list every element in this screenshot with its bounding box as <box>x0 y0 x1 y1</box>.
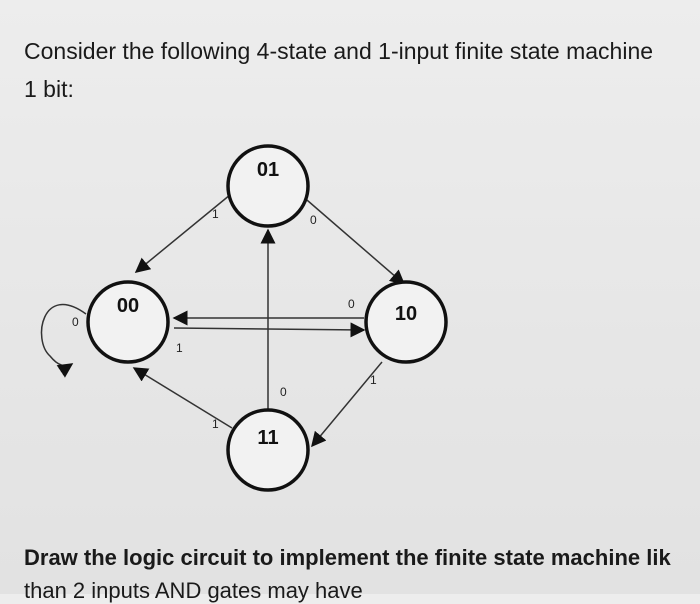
label-00-00: 0 <box>72 315 79 329</box>
state-01-label: 01 <box>257 159 279 181</box>
state-11-label: 11 <box>257 427 278 449</box>
label-11-01: 0 <box>280 385 287 399</box>
label-10-00: 0 <box>348 297 355 311</box>
state-10: 10 <box>364 280 448 364</box>
question-intro-line2: 1 bit: <box>24 76 74 102</box>
label-01-10: 0 <box>310 213 317 227</box>
state-00: 00 <box>86 280 170 364</box>
edge-10-11 <box>311 361 383 448</box>
question-draw-line1: Draw the logic circuit to implement the … <box>24 545 671 570</box>
question-draw-line2: than 2 inputs AND gates may have <box>24 578 363 603</box>
edge-00-10 <box>173 322 366 338</box>
state-10-label: 10 <box>395 303 417 325</box>
edge-01-10 <box>299 193 406 285</box>
edge-01-00 <box>134 189 237 273</box>
label-11-00: 1 <box>212 417 219 431</box>
state-00-label: 00 <box>117 295 139 317</box>
label-00-10: 1 <box>176 341 183 355</box>
label-10-11: 1 <box>370 373 377 387</box>
state-01: 01 <box>226 144 310 228</box>
label-01-00: 1 <box>212 207 219 221</box>
edge-11-00 <box>132 367 233 429</box>
edge-00-00 <box>40 304 87 378</box>
state-11: 11 <box>226 408 310 492</box>
question-intro-line1: Consider the following 4-state and 1-inp… <box>24 38 654 64</box>
